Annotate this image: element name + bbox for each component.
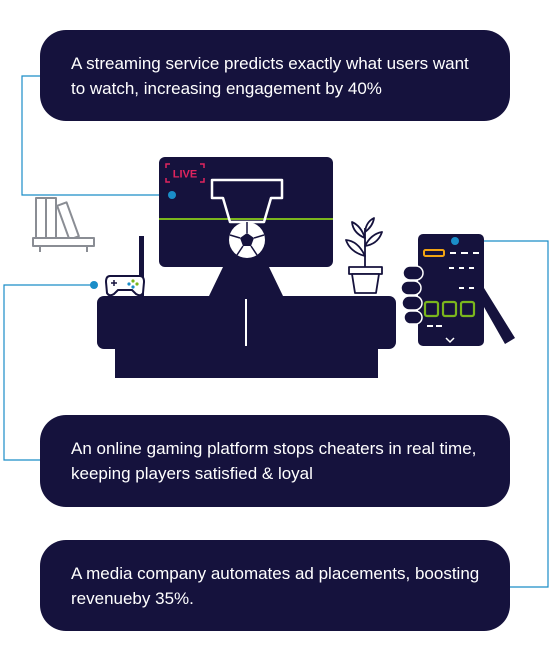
connector-dot-media <box>451 237 459 245</box>
tv: LIVE <box>159 157 333 296</box>
connector-dot-gaming <box>90 281 98 289</box>
connector-streaming <box>21 75 172 196</box>
cabinet-icon <box>97 296 396 378</box>
goal-icon <box>210 178 284 224</box>
game-controller-icon <box>90 236 146 298</box>
streaming-card-text: A streaming service predicts exactly wha… <box>71 53 469 98</box>
live-label: LIVE <box>173 169 197 181</box>
connector-dot-streaming <box>168 191 176 199</box>
connector-lines <box>3 75 549 588</box>
streaming-card: A streaming service predicts exactly wha… <box>40 30 510 121</box>
soccer-ball-icon <box>229 222 265 258</box>
bookshelf-icon <box>32 197 95 252</box>
gaming-card-text: An online gaming platform stops cheaters… <box>71 439 477 483</box>
media-card-text: A media company automates ad placements,… <box>71 563 480 608</box>
live-badge <box>165 163 205 183</box>
gaming-card: An online gaming platform stops cheaters… <box>40 415 510 507</box>
connector-media <box>455 240 549 588</box>
plant-icon <box>345 217 383 294</box>
connector-gaming <box>3 284 94 461</box>
media-card: A media company automates ad placements,… <box>40 540 510 631</box>
phone-icon <box>400 234 515 346</box>
